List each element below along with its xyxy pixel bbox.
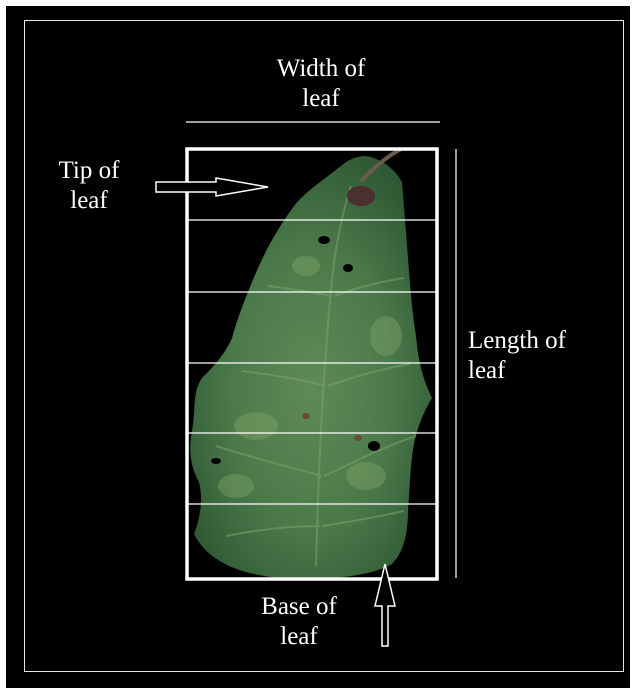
- length-label-line1: Length of: [468, 326, 608, 356]
- width-label: Width of leaf: [246, 54, 396, 114]
- base-label: Base of leaf: [234, 592, 364, 652]
- tip-label-line2: leaf: [34, 186, 144, 216]
- length-label: Length of leaf: [468, 326, 608, 386]
- base-arrow-icon: [375, 564, 395, 646]
- width-label-line1: Width of: [246, 54, 396, 84]
- length-label-line2: leaf: [468, 356, 608, 386]
- width-label-line2: leaf: [246, 84, 396, 114]
- base-label-line2: leaf: [234, 622, 364, 652]
- tip-arrow-icon: [156, 178, 268, 196]
- base-label-line1: Base of: [234, 592, 364, 622]
- tip-label: Tip of leaf: [34, 156, 144, 216]
- diagram-canvas: Width of leaf Tip of leaf Length of leaf…: [6, 6, 630, 688]
- tip-label-line1: Tip of: [34, 156, 144, 186]
